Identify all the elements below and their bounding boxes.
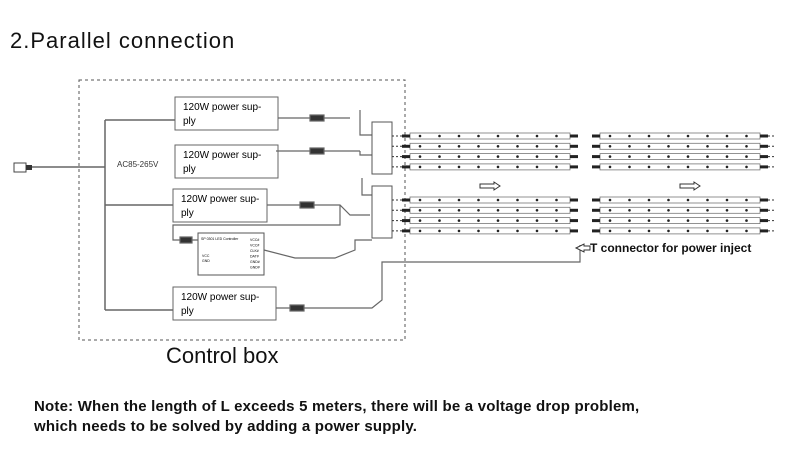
controller-output: CLK#	[250, 249, 259, 253]
led-strip	[402, 206, 578, 214]
led-strip	[592, 206, 768, 214]
power-supply-label: 120W power sup-	[183, 150, 261, 161]
led-strip	[592, 142, 768, 150]
power-supply-label: 120W power sup-	[183, 102, 261, 113]
power-supply: 120W power sup-ply	[174, 96, 279, 131]
led-strip	[402, 196, 578, 204]
led-strip	[402, 153, 578, 161]
splitter-module	[371, 121, 393, 175]
power-supply-label: ply	[183, 164, 196, 175]
control-box-label: Control box	[166, 343, 279, 368]
note-line-1: Note: When the length of L exceeds 5 met…	[34, 398, 640, 415]
page-title: 2.Parallel connection	[10, 28, 236, 53]
led-strip	[402, 132, 578, 140]
arrow-left-icon	[574, 243, 591, 253]
controller: SP 0301 LED Controller VCC GND VCC#VCC#C…	[197, 232, 265, 276]
controller-output: VCC#	[250, 238, 259, 242]
power-supply-label: ply	[181, 306, 194, 317]
dc-wiring	[172, 110, 581, 312]
power-supply: 120W power sup-ply	[174, 144, 279, 179]
power-supply-label: 120W power sup-	[181, 292, 259, 303]
note-line-2: which needs to be solved by adding a pow…	[34, 418, 418, 435]
arrow-right-icon	[479, 181, 501, 191]
ac-plug-icon	[13, 162, 32, 173]
controller-input: VCC	[202, 254, 210, 258]
controller-output: GND#	[250, 260, 260, 264]
led-strip	[402, 142, 578, 150]
led-strip	[592, 217, 768, 225]
led-strip	[592, 153, 768, 161]
controller-output: GND#	[250, 266, 260, 270]
power-supply-label: 120W power sup-	[181, 194, 259, 205]
power-supply-label: ply	[183, 116, 196, 127]
t-connector-label: T connector for power inject	[590, 241, 751, 255]
controller-output: DAT#	[250, 255, 259, 259]
led-strip	[402, 217, 578, 225]
led-strip	[592, 132, 768, 140]
led-strip	[402, 163, 578, 171]
ac-voltage-label: AC85-265V	[117, 160, 159, 169]
led-strip	[592, 163, 768, 171]
led-strip	[402, 227, 578, 235]
led-strip	[592, 196, 768, 204]
power-supply-label: ply	[181, 208, 194, 219]
controller-input: GND	[202, 259, 210, 263]
ac-wiring	[32, 119, 175, 311]
led-strip	[592, 227, 768, 235]
power-supply: 120W power sup-ply	[172, 286, 277, 321]
power-supply: 120W power sup-ply	[172, 188, 268, 223]
controller-name: SP 0301 LED Controller	[201, 237, 239, 241]
splitter-module	[371, 185, 393, 239]
arrow-right-icon	[679, 181, 701, 191]
controller-output: VCC#	[250, 244, 259, 248]
